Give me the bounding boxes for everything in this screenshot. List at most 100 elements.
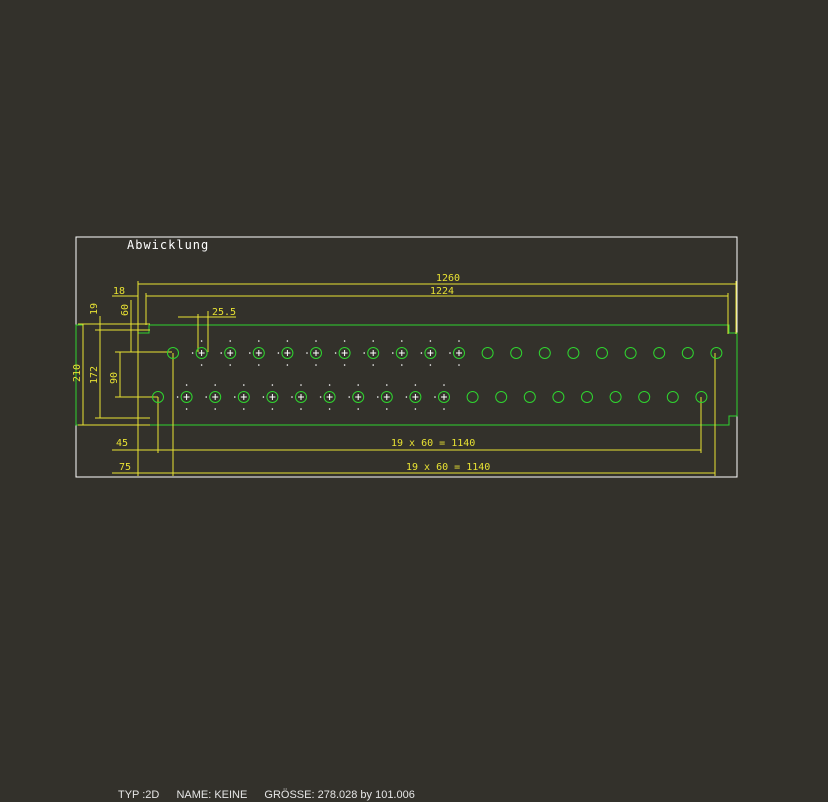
upper-hole bbox=[424, 347, 437, 359]
dim-offset-left: 18 bbox=[113, 286, 125, 297]
hole-reference-dot bbox=[200, 364, 203, 366]
hole-reference-dot bbox=[262, 396, 265, 398]
upper-hole bbox=[310, 347, 322, 359]
dim-inner-length: 1224 bbox=[430, 286, 454, 297]
dim-inner-height: 172 bbox=[89, 366, 100, 384]
upper-hole bbox=[367, 347, 380, 359]
hole-reference-dot bbox=[176, 396, 179, 398]
hole-center-mark bbox=[255, 350, 262, 356]
hole-reference-dot bbox=[449, 352, 451, 354]
dim-total-height: 210 bbox=[72, 364, 83, 382]
hole-reference-dot bbox=[315, 340, 317, 342]
hole-reference-dot bbox=[458, 364, 460, 366]
upper-hole bbox=[224, 347, 237, 359]
lower-hole bbox=[466, 391, 479, 403]
hole-reference-dot bbox=[401, 364, 403, 366]
hole-reference-dot bbox=[434, 396, 436, 398]
dim-total-length: 1260 bbox=[436, 273, 460, 284]
lower-hole bbox=[523, 391, 536, 403]
hole-reference-dot bbox=[191, 352, 194, 354]
dim-upper-start: 75 bbox=[119, 462, 131, 473]
hole-reference-dot bbox=[234, 396, 236, 398]
dimension-lines bbox=[78, 281, 737, 476]
lower-hole bbox=[495, 391, 508, 403]
hole-center-mark bbox=[412, 394, 419, 400]
upper-hole bbox=[510, 347, 523, 359]
hole-reference-dot bbox=[328, 384, 331, 386]
dim-hole-row-offset: 60 bbox=[120, 304, 131, 316]
hole-center-mark bbox=[198, 350, 205, 356]
lower-hole bbox=[209, 391, 222, 403]
hole-reference-dot bbox=[429, 364, 432, 366]
lower-hole bbox=[666, 391, 679, 403]
hole-center-mark bbox=[427, 350, 434, 356]
dim-lower-start: 45 bbox=[116, 438, 128, 449]
upper-hole bbox=[195, 347, 208, 359]
upper-hole bbox=[596, 347, 608, 359]
lower-hole bbox=[695, 391, 708, 403]
lower-hole bbox=[266, 391, 279, 403]
hole-center-mark bbox=[298, 394, 304, 400]
upper-hole bbox=[710, 347, 723, 359]
lower-hole bbox=[180, 391, 193, 403]
lower-hole bbox=[237, 391, 250, 403]
status-size: GRÖSSE: 278.028 by 101.006 bbox=[264, 789, 415, 801]
upper-hole bbox=[281, 347, 294, 359]
hole-center-mark bbox=[269, 394, 276, 400]
dim-top-offset: 19 bbox=[89, 303, 100, 315]
part-outline[interactable] bbox=[75, 324, 738, 426]
hole-reference-dot bbox=[357, 384, 360, 386]
hole-reference-dot bbox=[334, 352, 337, 354]
lower-hole bbox=[380, 391, 393, 403]
hole-reference-dot bbox=[220, 352, 222, 354]
hole-reference-dot bbox=[229, 340, 231, 342]
upper-hole bbox=[567, 347, 580, 359]
hole-center-mark bbox=[441, 394, 447, 400]
lower-hole bbox=[552, 391, 565, 403]
hole-center-mark bbox=[383, 394, 390, 400]
hole-reference-dot bbox=[300, 408, 302, 410]
status-bar: TYP :2D NAME: KEINE GRÖSSE: 278.028 by 1… bbox=[118, 789, 429, 801]
hole-reference-dot bbox=[286, 340, 289, 342]
view-title: Abwicklung bbox=[127, 238, 209, 252]
upper-hole bbox=[395, 347, 408, 359]
hole-reference-dot bbox=[343, 340, 346, 342]
hole-reference-dot bbox=[392, 352, 394, 354]
hole-reference-dot bbox=[377, 396, 379, 398]
hole-reference-dot bbox=[249, 352, 251, 354]
dim-row-spacing: 90 bbox=[109, 372, 120, 384]
hole-reference-dot bbox=[258, 340, 260, 342]
hole-reference-dot bbox=[214, 408, 216, 410]
hole-reference-dot bbox=[185, 384, 188, 386]
hole-pattern bbox=[152, 340, 723, 410]
hole-reference-dot bbox=[319, 396, 322, 398]
hole-center-mark bbox=[398, 350, 405, 356]
hole-reference-dot bbox=[405, 396, 408, 398]
hole-reference-dot bbox=[372, 364, 375, 366]
upper-hole bbox=[481, 347, 494, 359]
hole-reference-dot bbox=[229, 364, 231, 366]
hole-center-mark bbox=[341, 350, 348, 356]
hole-reference-dot bbox=[357, 408, 360, 410]
hole-reference-dot bbox=[429, 340, 432, 342]
hole-reference-dot bbox=[315, 364, 317, 366]
hole-center-mark bbox=[284, 350, 291, 356]
lower-hole bbox=[409, 391, 422, 403]
upper-hole bbox=[252, 347, 265, 359]
hole-reference-dot bbox=[205, 396, 207, 398]
hole-reference-dot bbox=[363, 352, 366, 354]
hole-reference-dot bbox=[401, 340, 403, 342]
hole-reference-dot bbox=[372, 340, 375, 342]
hole-reference-dot bbox=[300, 384, 302, 386]
hole-reference-dot bbox=[258, 364, 260, 366]
status-name: NAME: KEINE bbox=[176, 789, 248, 801]
hole-reference-dot bbox=[458, 340, 460, 342]
hole-center-mark bbox=[212, 394, 219, 400]
hole-center-mark bbox=[370, 350, 377, 356]
hole-reference-dot bbox=[386, 408, 388, 410]
lower-hole bbox=[581, 391, 593, 403]
hole-center-mark bbox=[183, 394, 190, 400]
hole-reference-dot bbox=[291, 396, 293, 398]
lower-hole bbox=[295, 391, 307, 403]
